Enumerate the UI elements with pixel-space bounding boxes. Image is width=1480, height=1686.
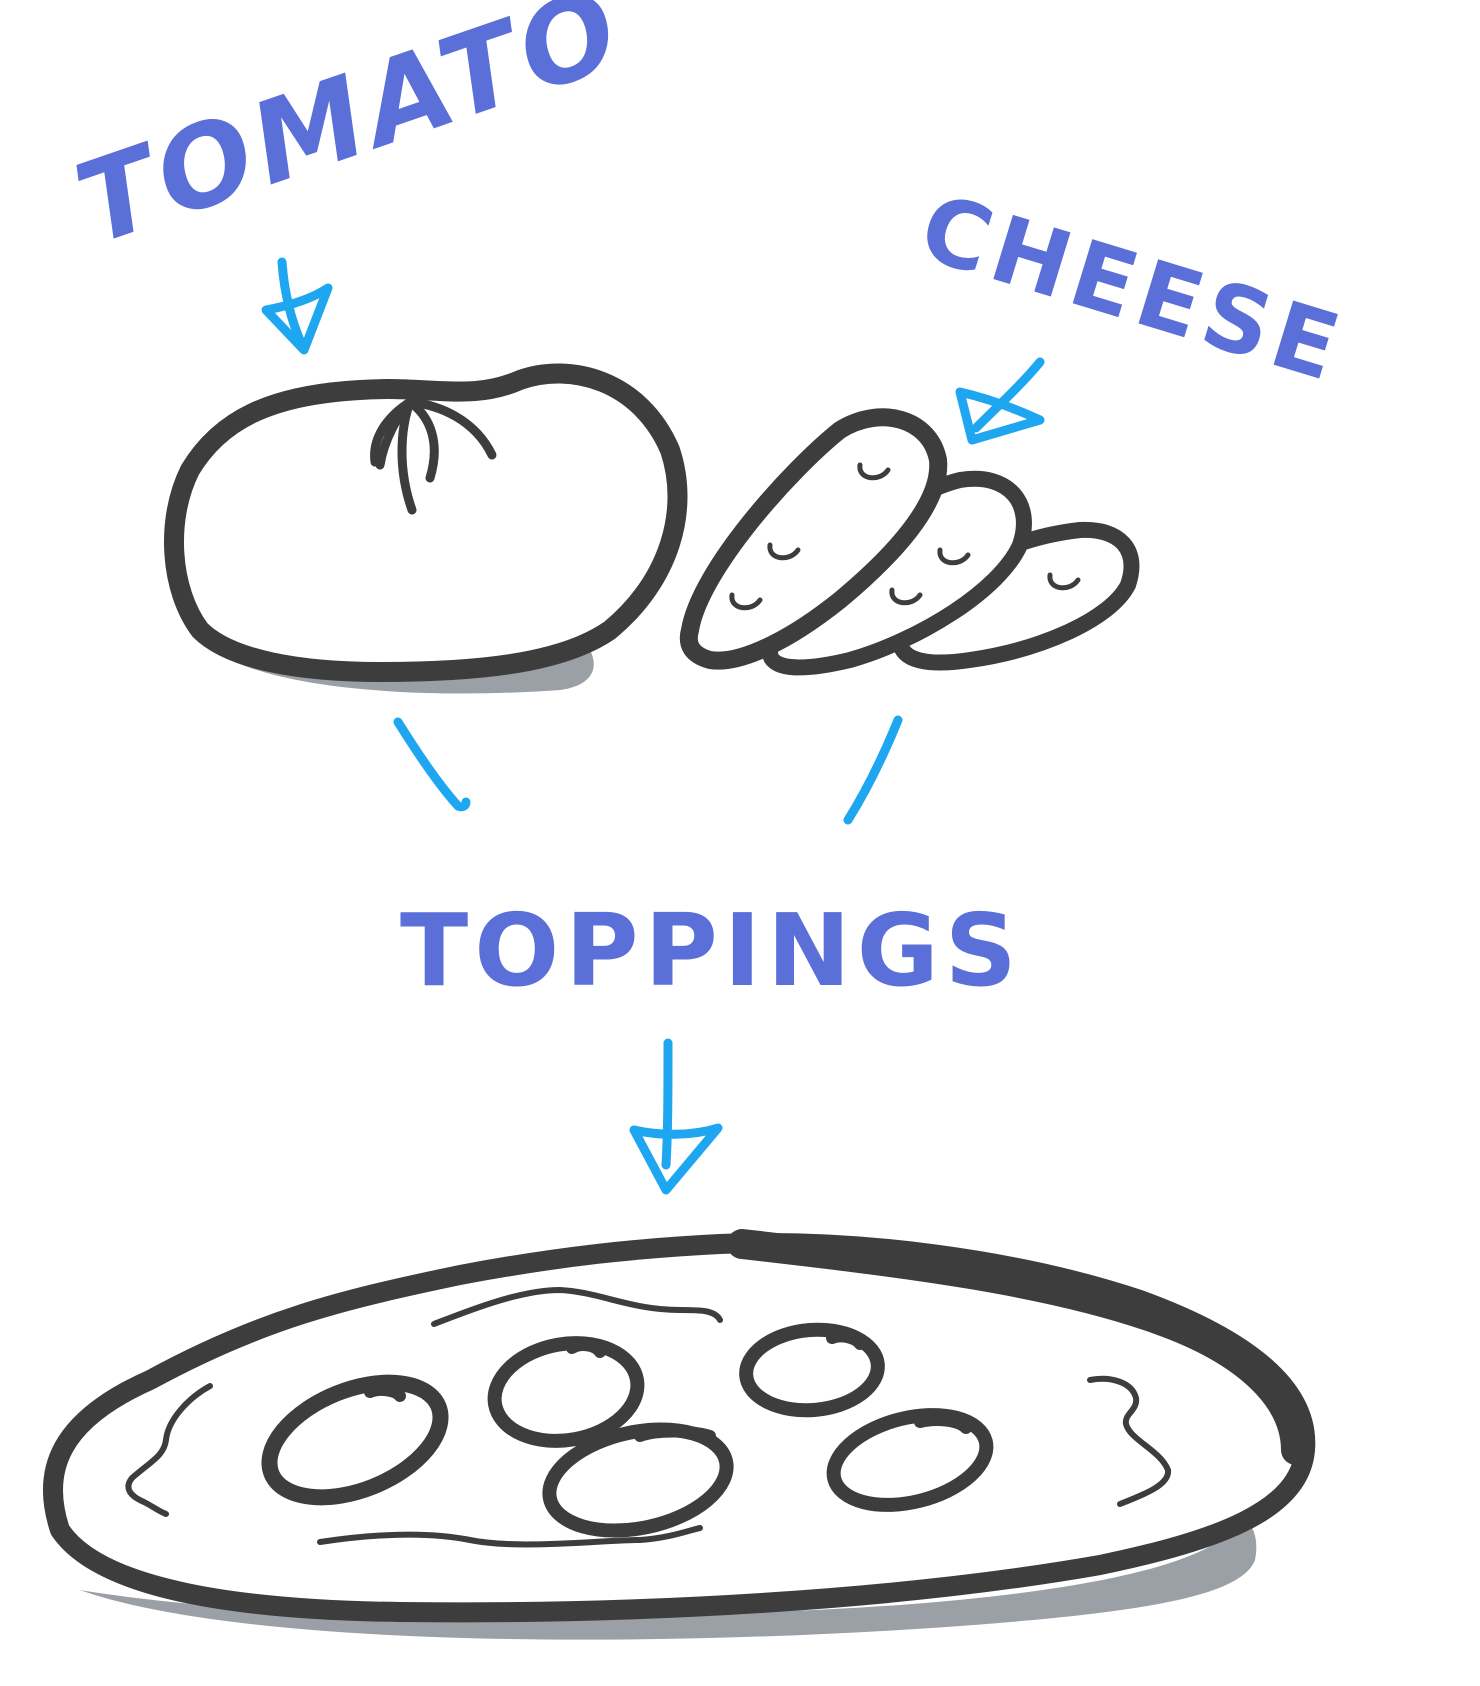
cheese-connector-line [843,715,903,825]
cheese-label: CHEESE [909,174,1357,404]
cheese-arrow-icon [955,357,1045,445]
cheese-icon [679,408,1140,676]
tomato-label-group: TOMATO [61,0,639,271]
tomato-arrow-icon [261,257,333,355]
tomato-icon [163,363,688,694]
tomato-label: TOMATO [61,0,639,271]
pizza-arrow-icon [629,1038,723,1195]
toppings-label: TOPPINGS [400,892,1023,1009]
cheese-label-group: CHEESE [909,174,1357,404]
tomato-connector-line [393,717,471,812]
pizza-icon [43,1229,1316,1640]
